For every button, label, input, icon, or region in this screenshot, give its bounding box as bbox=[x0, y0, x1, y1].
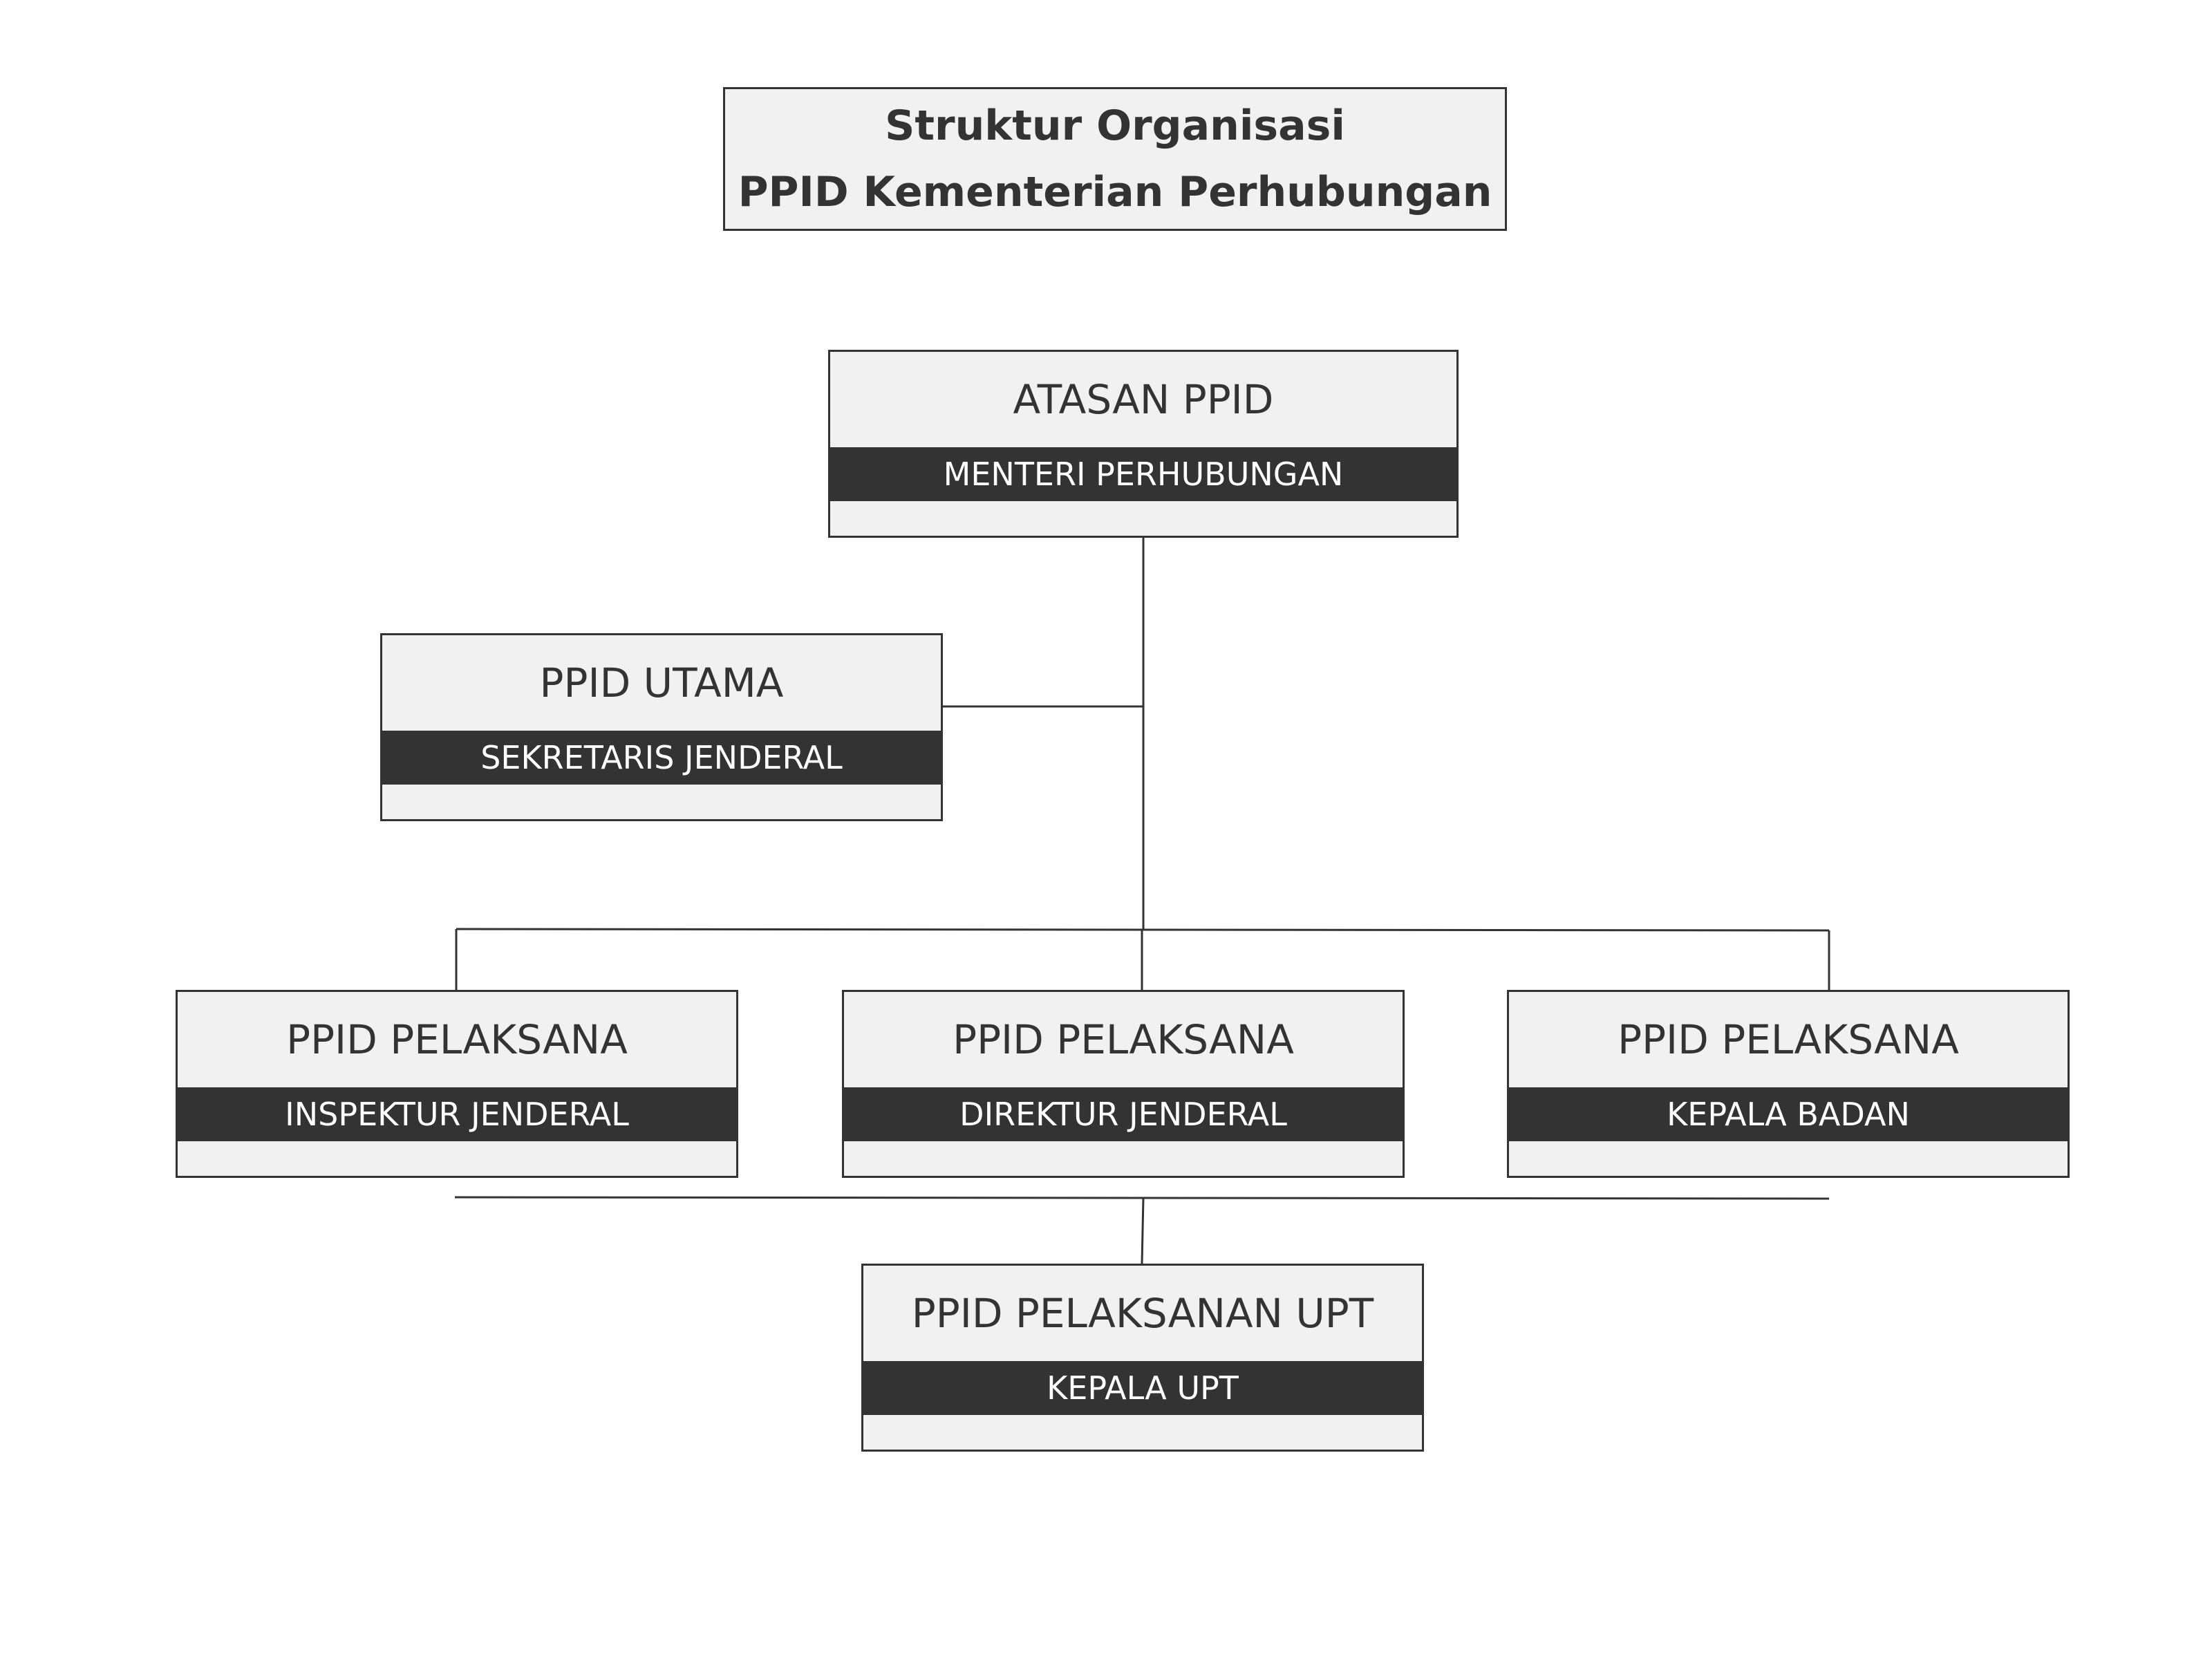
diagram-title-line-1: Struktur Organisasi bbox=[885, 102, 1345, 150]
node-role-label: PPID PELAKSANA bbox=[286, 1016, 628, 1063]
diagram-title-line-2: PPID Kementerian Perhubungan bbox=[738, 168, 1492, 216]
node-ppid-pelaksana-direktur: PPID PELAKSANA DIREKTUR JENDERAL bbox=[842, 990, 1405, 1178]
node-holder-label: DIREKTUR JENDERAL bbox=[844, 1087, 1403, 1141]
node-holder-label: KEPALA UPT bbox=[863, 1361, 1422, 1415]
node-holder-label: SEKRETARIS JENDERAL bbox=[382, 731, 941, 785]
connector-to-upt bbox=[1141, 1197, 1145, 1264]
node-role-label: PPID PELAKSANA bbox=[1618, 1016, 1959, 1063]
node-holder-label: MENTERI PERHUBUNGAN bbox=[830, 447, 1456, 501]
diagram-title-box: Struktur Organisasi PPID Kementerian Per… bbox=[723, 87, 1507, 231]
node-holder-label: KEPALA BADAN bbox=[1509, 1087, 2068, 1141]
node-holder-label: INSPEKTUR JENDERAL bbox=[178, 1087, 736, 1141]
connector-upt-bus bbox=[454, 1196, 1830, 1200]
node-ppid-utama: PPID UTAMA SEKRETARIS JENDERAL bbox=[380, 633, 943, 821]
node-ppid-pelaksana-kepala-badan: PPID PELAKSANA KEPALA BADAN bbox=[1507, 990, 2070, 1178]
node-atasan-ppid: ATASAN PPID MENTERI PERHUBUNGAN bbox=[828, 350, 1459, 538]
node-role-label: PPID PELAKSANAN UPT bbox=[911, 1290, 1374, 1337]
node-role-label: ATASAN PPID bbox=[1013, 376, 1274, 423]
node-ppid-pelaksana-upt: PPID PELAKSANAN UPT KEPALA UPT bbox=[861, 1264, 1424, 1452]
node-role-label: PPID PELAKSANA bbox=[953, 1016, 1294, 1063]
node-ppid-pelaksana-inspektur: PPID PELAKSANA INSPEKTUR JENDERAL bbox=[176, 990, 738, 1178]
node-role-label: PPID UTAMA bbox=[539, 659, 784, 706]
